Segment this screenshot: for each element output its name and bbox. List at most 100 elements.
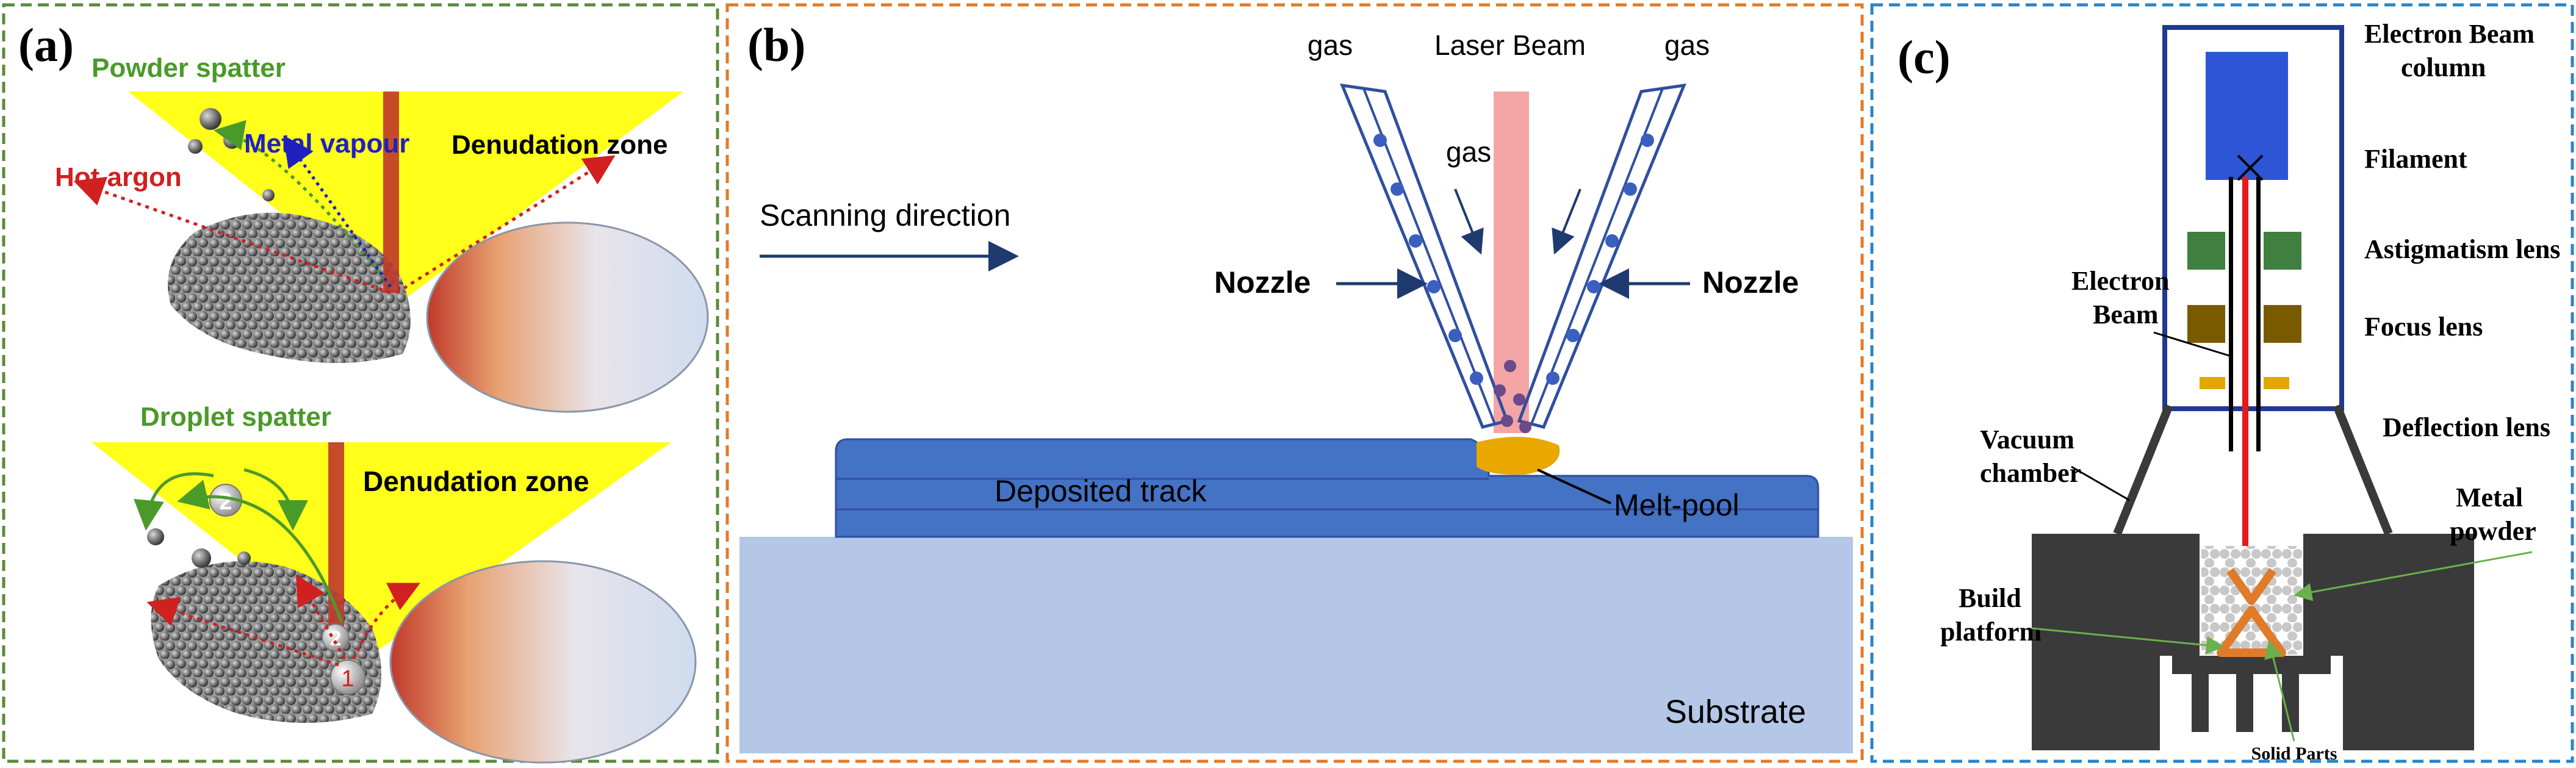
- build-platform-arrow: [2031, 627, 2225, 655]
- build-platform-label-1: Build: [1959, 583, 2021, 613]
- beam-guide-left: [2229, 177, 2233, 451]
- denudation-zone-label-bottom: Denudation zone: [363, 465, 589, 497]
- electron-beam-column-label-1: Electron Beam: [2364, 19, 2535, 49]
- vapour-plume-top: [128, 92, 683, 305]
- droplet-spatter-arrow-left: [177, 479, 344, 623]
- substrate-label: Substrate: [1665, 694, 1806, 730]
- electron-beam-column: [2162, 25, 2344, 411]
- hot-argon-arrow-bottom-right: [352, 583, 420, 660]
- scanning-direction-label: Scanning direction: [760, 198, 1010, 232]
- electron-beam-leader: [2153, 331, 2234, 358]
- melt-track-top: [426, 221, 709, 413]
- nozzle-right: [1517, 83, 1686, 429]
- hot-argon-arrow-bottom-left: [146, 597, 339, 667]
- filament-housing: [2206, 52, 2288, 180]
- deflection-lens-right: [2264, 377, 2289, 389]
- denudation-zone-label-top: Denudation zone: [452, 130, 667, 160]
- spatter-particle: [200, 108, 221, 130]
- hot-argon-arrow-bottom-mid: [296, 574, 347, 660]
- electron-beam: [2242, 177, 2248, 567]
- nozzle-label-left: Nozzle: [1214, 265, 1311, 300]
- electron-beam-label-1: Electron: [2071, 266, 2170, 296]
- laser-beam-bottom: [328, 442, 344, 644]
- astigmatism-lens-left: [2187, 232, 2225, 270]
- powder-spatter-label: Powder spatter: [92, 53, 286, 83]
- astigmatism-lens-right: [2264, 232, 2301, 270]
- droplet-spatter-label: Droplet spatter: [140, 402, 331, 432]
- panel-c-border: [1870, 3, 2574, 763]
- spatter-particle: [237, 551, 251, 565]
- melt-track-bottom: [389, 560, 697, 764]
- spatter-particle: [223, 132, 240, 149]
- melt-pool-leader: [1537, 468, 1611, 504]
- panel-b: (b) Substrate Deposited track Melt-pool …: [725, 3, 1864, 763]
- chamber-wall-left: [2113, 404, 2173, 536]
- build-platform: [2172, 656, 2331, 674]
- metal-vapour-arrow: [283, 135, 392, 288]
- laser-beam: [1494, 92, 1529, 433]
- panel-c-label: (c): [1898, 31, 1951, 84]
- spatter-particle: [192, 548, 211, 568]
- spatter-particle: [188, 139, 203, 154]
- droplet-marker-1: [330, 659, 365, 695]
- melt-pool-label: Melt-pool: [1614, 488, 1740, 522]
- spatter-particle: [147, 528, 164, 545]
- panel-c-labels: Electron Beam column Filament Astigmatis…: [1940, 19, 2560, 764]
- astigmatism-lens-label: Astigmatism lens: [2364, 234, 2560, 264]
- droplet-marker-2b-text: 2: [330, 627, 342, 650]
- metal-vapour-label: Metal vapour: [244, 129, 409, 159]
- droplet-spatter-arrow-right: [243, 468, 308, 531]
- vacuum-chamber-label-2: chamber: [1980, 458, 2081, 488]
- filament-label: Filament: [2364, 144, 2467, 174]
- solid-part: [2217, 606, 2286, 657]
- build-platform-label-2: platform: [1940, 617, 2042, 647]
- chamber-wall-right: [2333, 404, 2393, 536]
- panel-a-bottom-scene: 2 2 1 Droplet spatter Denudation zone: [92, 402, 697, 764]
- powder-bed-top: [168, 212, 411, 363]
- droplet-marker-1-text: 1: [341, 666, 354, 692]
- gas-label-right: gas: [1664, 29, 1710, 61]
- panel-a-top-scene: Powder spatter Metal vapour Hot argon De…: [55, 53, 709, 413]
- panel-c: (c) Electron Beam column Filament Astigm…: [1870, 3, 2574, 764]
- panel-a-border: [2, 3, 719, 763]
- solid-parts-arrow: [2264, 640, 2295, 742]
- metal-powder-arrow: [2294, 551, 2533, 601]
- laser-beam-label: Laser Beam: [1434, 29, 1586, 61]
- filament-cross: [2237, 154, 2264, 181]
- focus-lens-label: Focus lens: [2364, 312, 2483, 342]
- hot-argon-arrow-left: [73, 176, 391, 295]
- panel-b-border: [725, 3, 1864, 763]
- focus-lens-left: [2187, 305, 2225, 343]
- panel-a-label: (a): [18, 18, 74, 71]
- beam-guide-right: [2256, 177, 2261, 451]
- focus-lens-right: [2264, 305, 2301, 343]
- nozzle-label-right: Nozzle: [1702, 265, 1799, 300]
- deflection-lens-left: [2200, 377, 2225, 389]
- chamber-base-right: [2303, 534, 2474, 750]
- chamber-base-left: [2032, 534, 2200, 750]
- electron-beam-label-2: Beam: [2093, 300, 2159, 329]
- metal-powder-label-1: Metal: [2456, 483, 2523, 512]
- panel-a: (a) Powder spatter Metal vapour Hot argo…: [2, 3, 719, 764]
- solid-parts-label: Solid Parts: [2251, 744, 2337, 764]
- hot-argon-label: Hot argon: [55, 162, 182, 192]
- gas-flow-arrow-left: [1454, 188, 1484, 255]
- droplet-marker-2b: [322, 623, 350, 651]
- deposited-track-label: Deposited track: [995, 474, 1207, 508]
- metal-powder-label-2: powder: [2450, 516, 2536, 546]
- gas-flow-arrow-right: [1552, 188, 1581, 255]
- gas-label-inner: gas: [1446, 136, 1491, 168]
- panel-b-label: (b): [747, 18, 805, 71]
- spatter-particle: [262, 189, 275, 201]
- deflection-lens-label: Deflection lens: [2383, 412, 2550, 442]
- melt-pool: [1477, 437, 1560, 475]
- droplet-spatter-arrow-curl: [134, 472, 214, 531]
- vacuum-chamber-leader: [2071, 465, 2130, 501]
- powder-stream: [1494, 360, 1531, 433]
- platform-leg: [2236, 674, 2253, 732]
- solid-part-top: [2226, 567, 2276, 605]
- vacuum-chamber-label-1: Vacuum: [1980, 425, 2074, 454]
- platform-leg: [2192, 674, 2209, 732]
- droplet-marker-2-text: 2: [219, 489, 232, 515]
